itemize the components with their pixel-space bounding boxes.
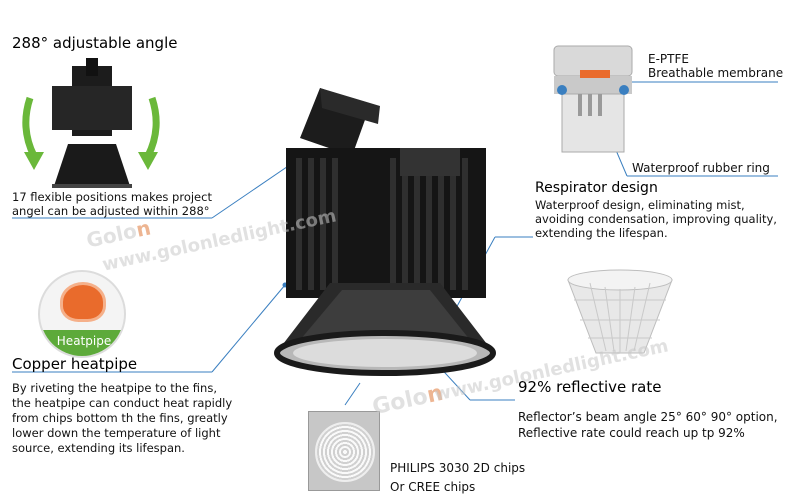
angle-desc-line-2: angel can be adjusted within 288° xyxy=(12,204,210,218)
chips-line-1: PHILIPS 3030 2D chips xyxy=(390,461,526,475)
rubber-ring-label: Waterproof rubber ring xyxy=(632,161,770,175)
heatpipe-desc-line-5: source, extending its lifespan. xyxy=(12,441,185,455)
angle-desc-line-1: 17 flexible positions makes project xyxy=(12,190,212,204)
membrane-label-1: E-PTFE xyxy=(648,52,689,66)
reflector-desc-line-2: Reflective rate could reach up tp 92% xyxy=(518,426,745,440)
reflector-desc-line-1: Reflector’s beam angle 25° 60° 90° optio… xyxy=(518,410,778,424)
high-bay-fixture-image xyxy=(274,88,496,376)
heatpipe-desc-line-2: the heatpipe can conduct heat rapidly xyxy=(12,396,233,410)
membrane-label-2: Breathable membrane xyxy=(648,66,784,80)
heatpipe-title: Copper heatpipe xyxy=(12,355,138,373)
respirator-desc-line-3: extending the lifespan. xyxy=(535,226,668,240)
heatpipe-badge-label: Heatpipe xyxy=(40,330,124,356)
heatpipe-desc-line-1: By riveting the heatpipe to the fins, xyxy=(12,381,217,395)
heatpipe-badge: Heatpipe xyxy=(38,270,126,358)
respirator-desc-line-1: Waterproof design, eliminating mist, xyxy=(535,198,745,212)
heatpipe-desc-line-4: lower down the temperature of light xyxy=(12,426,221,440)
respirator-desc-line-2: avoiding condensation, improving quality… xyxy=(535,212,777,226)
reflector-cup-image xyxy=(567,269,673,354)
heatpipe-desc-line-3: from chips bottom th the fins, greatly xyxy=(12,411,228,425)
led-board-disc xyxy=(315,422,375,482)
led-chip-board-photo xyxy=(308,411,380,491)
heatpipe-icon xyxy=(60,282,106,322)
respirator-title: Respirator design xyxy=(535,180,658,196)
angle-title: 288° adjustable angle xyxy=(12,34,178,52)
angle-fixture-thumbnail xyxy=(22,58,160,188)
membrane-diagram xyxy=(553,45,633,153)
reflector-title: 92% reflective rate xyxy=(518,378,662,396)
chips-line-2: Or CREE chips xyxy=(390,480,476,494)
